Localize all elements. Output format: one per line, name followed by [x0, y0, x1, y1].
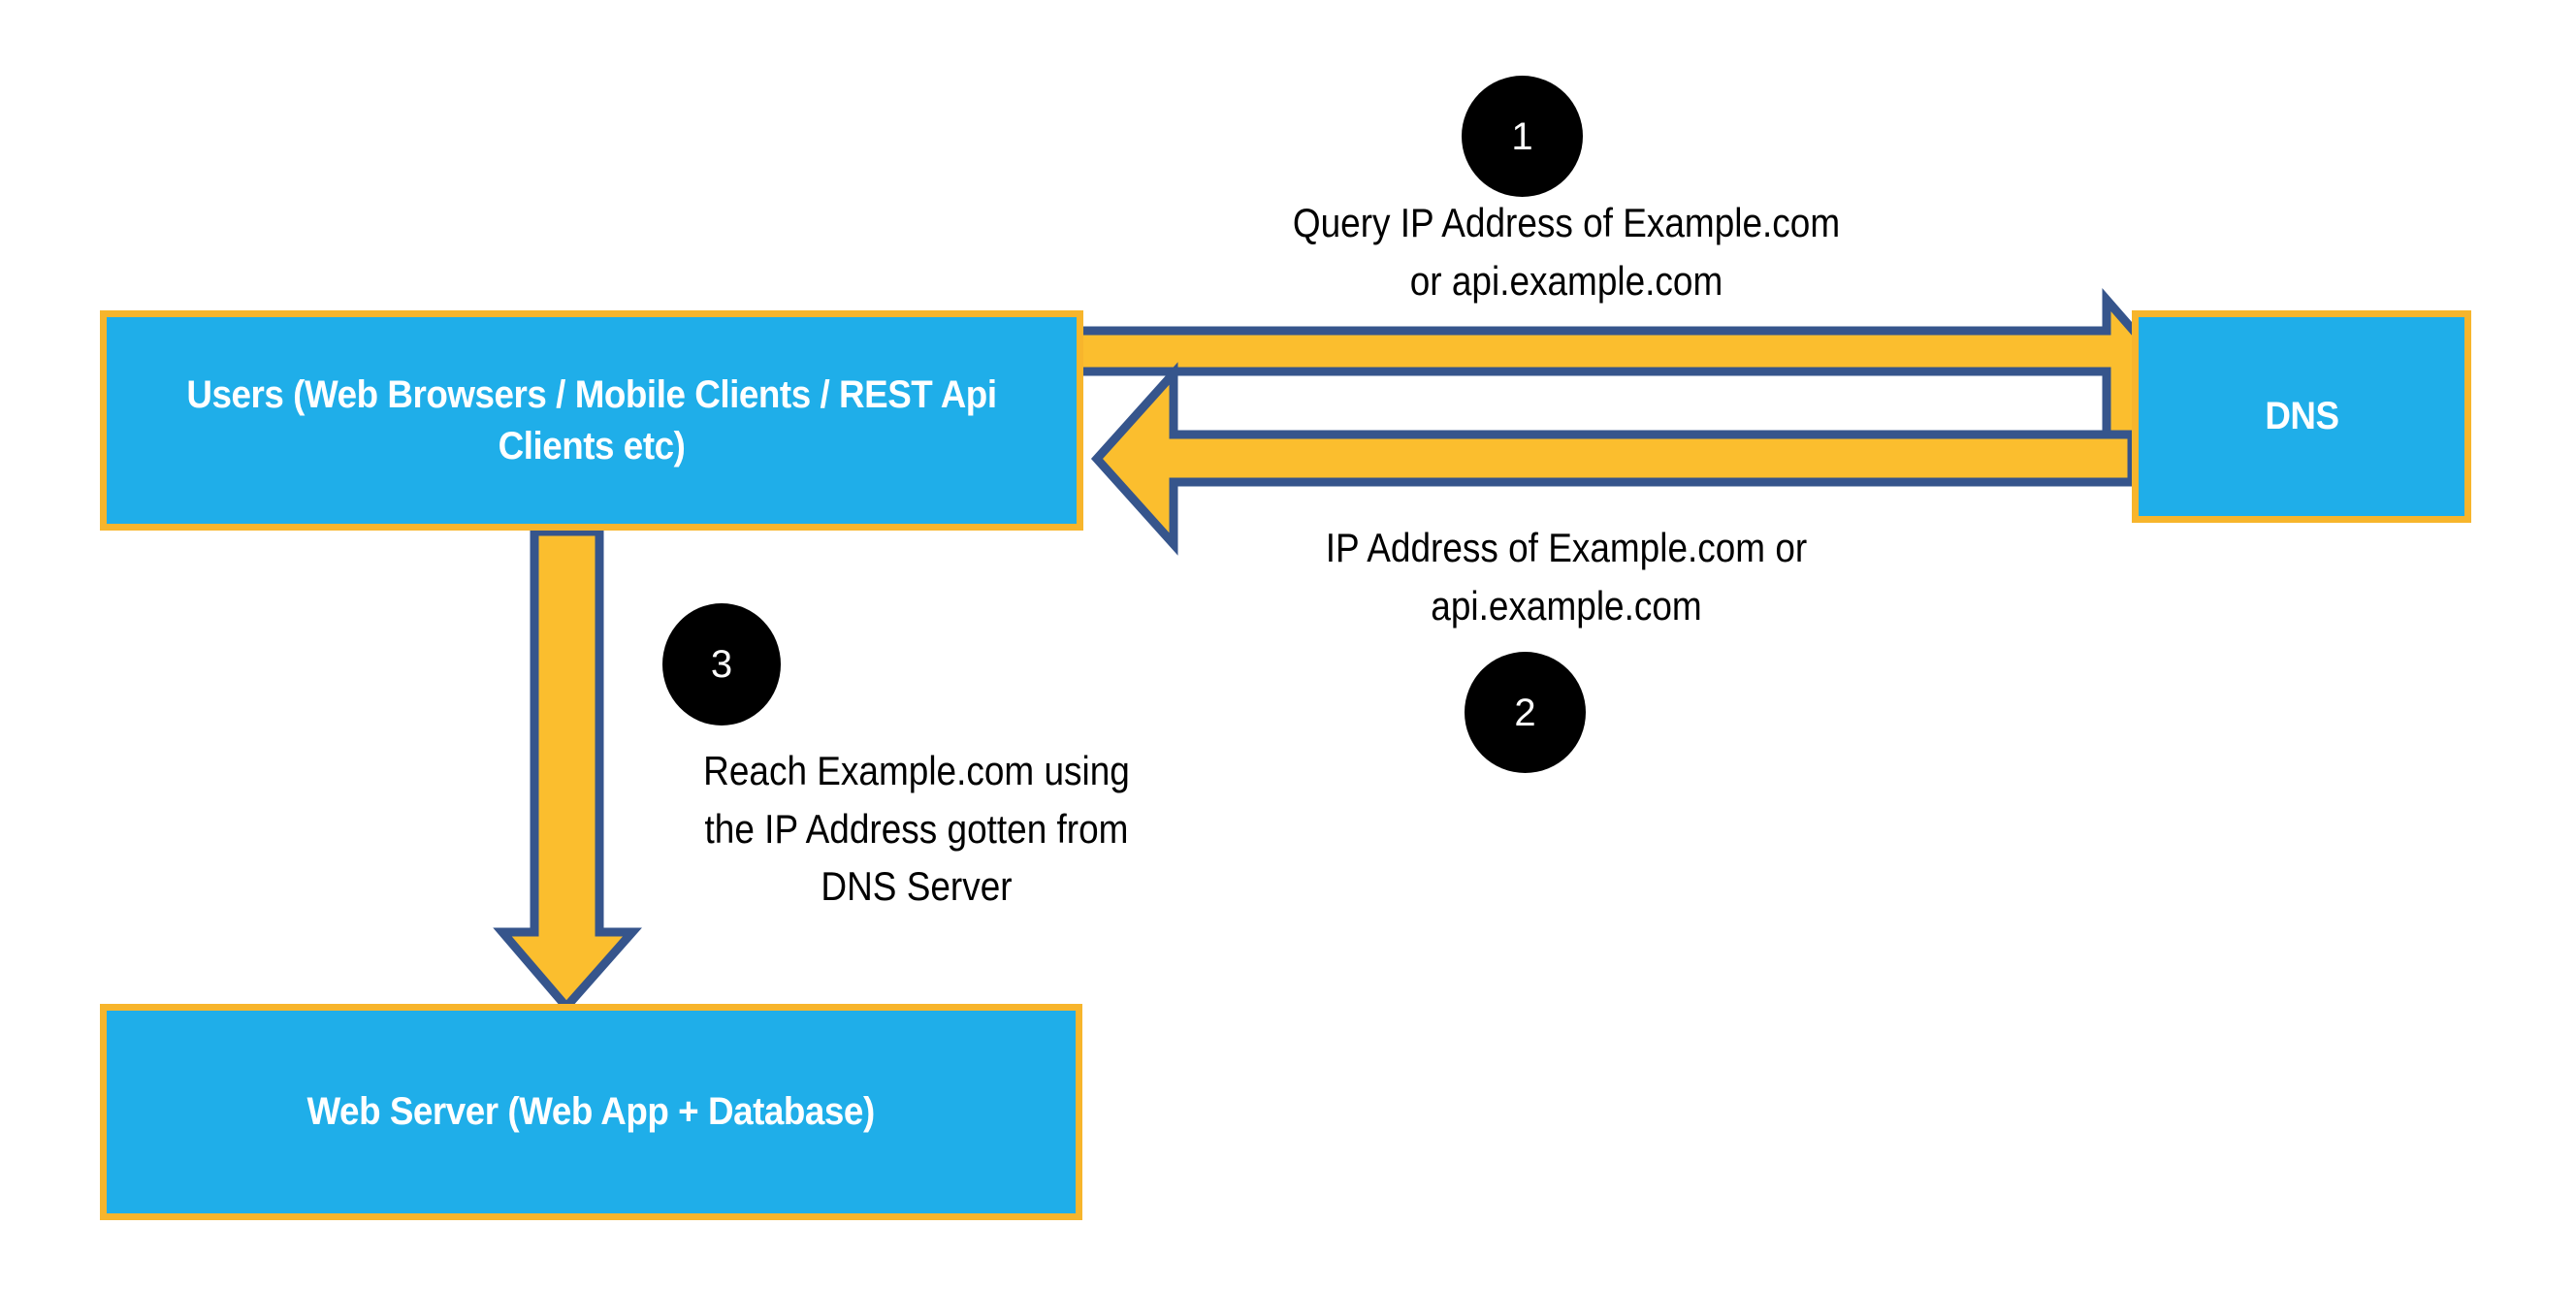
node-webserver[interactable]: Web Server (Web App + Database): [100, 1004, 1082, 1220]
step-1-caption: Query IP Address of Example.com or api.e…: [1292, 200, 1841, 304]
step-2-caption: IP Address of Example.com or api.example…: [1325, 525, 1808, 629]
step-badge-2-number: 2: [1514, 691, 1536, 734]
node-users[interactable]: Users (Web Browsers / Mobile Clients / R…: [100, 310, 1083, 531]
node-dns[interactable]: DNS: [2132, 310, 2471, 523]
node-dns-label: DNS: [2264, 395, 2339, 438]
arrow-users-to-webserver: [493, 527, 642, 1014]
arrow-users-to-dns: [1069, 287, 2185, 479]
step-badge-3-number: 3: [710, 643, 733, 686]
step-badge-1-number: 1: [1511, 114, 1533, 158]
step-badge-3: 3: [662, 603, 781, 726]
node-webserver-label: Web Server (Web App + Database): [306, 1090, 876, 1134]
step-badge-2: 2: [1465, 652, 1586, 773]
step-badge-1: 1: [1462, 76, 1583, 197]
step-3-caption: Reach Example.com using the IP Address g…: [703, 748, 1130, 910]
node-users-label: Users (Web Browsers / Mobile Clients / R…: [186, 372, 997, 468]
